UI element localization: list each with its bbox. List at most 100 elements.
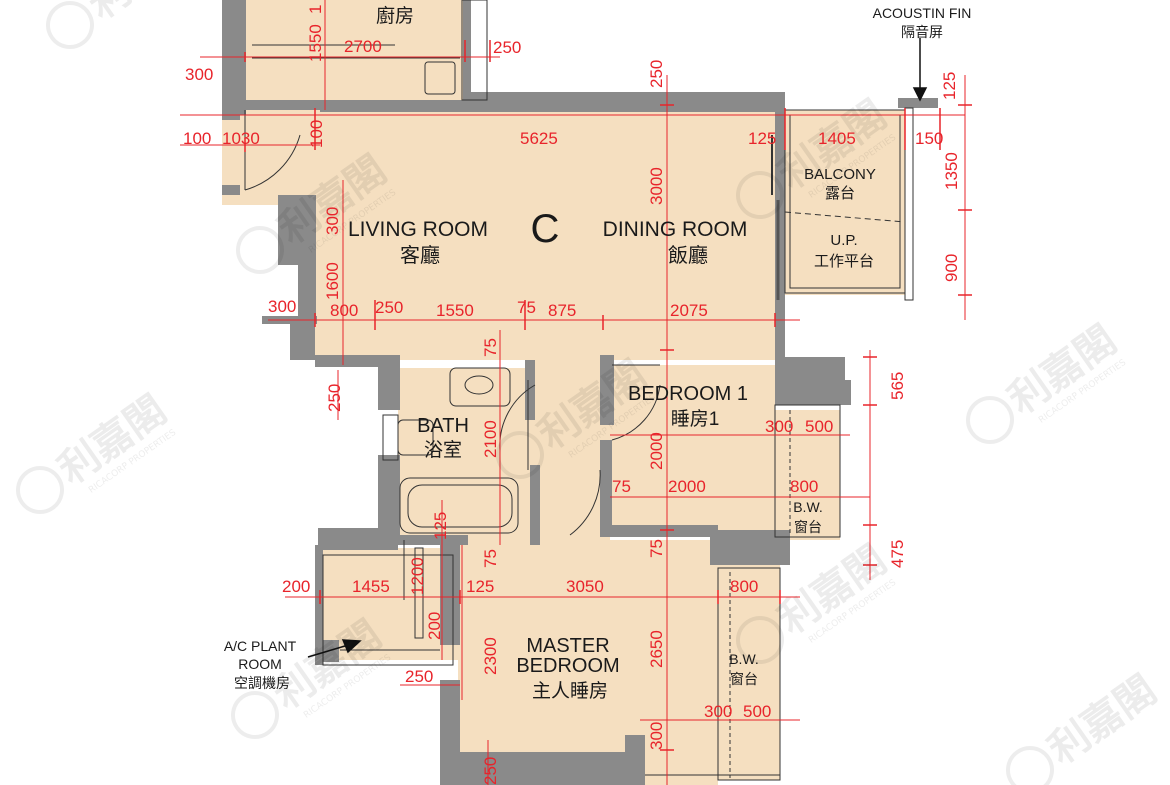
dimension-label: 250 [481, 757, 500, 785]
utility-label-cn: 工作平台 [814, 253, 874, 270]
washbasin [449, 367, 511, 407]
balcony-label: BALCONY [804, 166, 876, 183]
bw2-label-cn: 窗台 [730, 671, 758, 687]
dimension-label: 125 [748, 129, 776, 148]
dimension-label: 1455 [352, 577, 390, 596]
dimension-label: 800 [730, 577, 758, 596]
wall [378, 360, 400, 410]
wall [775, 105, 785, 360]
dimension-label: 800 [330, 301, 358, 320]
bath-label-cn: 浴室 [424, 439, 462, 461]
bedroom1-floor [610, 365, 775, 530]
wall [710, 530, 790, 565]
dimension-label: 300 [268, 297, 296, 316]
dimension-label: 1600 [323, 262, 342, 300]
dimension-label: 2300 [481, 637, 500, 675]
kitchen-appliance [424, 61, 456, 95]
dimension-label: 900 [942, 254, 961, 282]
dimension-label: 250 [647, 60, 666, 88]
dimension-label: 1550 [436, 301, 474, 320]
dimension-label: 2650 [647, 630, 666, 668]
dimension-label: 1550 [306, 24, 325, 62]
wall [525, 360, 535, 420]
master-bedroom-label-cn: 主人睡房 [532, 680, 608, 702]
kitchen-floor [240, 0, 465, 105]
bath-floor [398, 368, 528, 540]
dimension-label: 250 [325, 384, 344, 412]
dimension-label: 1030 [222, 129, 260, 148]
kitchen-counter [461, 0, 488, 101]
wall [440, 752, 645, 785]
bedroom1-label-cn: 睡房1 [671, 408, 720, 430]
balcony-label-cn: 露台 [825, 185, 855, 202]
dimension-label: 300 [185, 65, 213, 84]
dimension-labels: 1550 1 2700 250 300 250 125 100 1030 100… [183, 5, 961, 785]
dimension-label: 100 [183, 129, 211, 148]
dimension-label: 300 [647, 722, 666, 750]
dimension-label: 125 [940, 72, 959, 100]
bw1-label: B.W. [793, 499, 823, 515]
dimension-label: 3050 [566, 577, 604, 596]
dimension-label: 5625 [520, 129, 558, 148]
ac-plant-arrow [307, 639, 362, 658]
dimension-label: 250 [405, 667, 433, 686]
dimension-label: 75 [647, 539, 666, 558]
living-room-label: LIVING ROOM [348, 218, 488, 241]
wall [398, 535, 468, 545]
dimension-label: 1405 [818, 129, 856, 148]
dimension-label: 500 [805, 417, 833, 436]
dimension-label: 200 [425, 612, 444, 640]
wall [600, 525, 718, 537]
dimension-label: 2000 [647, 432, 666, 470]
wall [222, 0, 240, 120]
dimension-label: 250 [375, 298, 403, 317]
master-floor [458, 540, 718, 785]
dimension-label: 250 [493, 38, 521, 57]
dimension-label: 875 [548, 301, 576, 320]
wall [600, 355, 614, 425]
wall [378, 455, 400, 545]
bw1-label-cn: 窗台 [794, 519, 822, 535]
wall [245, 100, 320, 110]
living-dining-floor [315, 105, 780, 360]
ac-plant-label-2: ROOM [238, 656, 282, 672]
dimension-label: 75 [517, 298, 536, 317]
watermark-text: 利嘉閣 [1040, 667, 1165, 774]
wall [222, 185, 240, 195]
dimension-label: 150 [915, 129, 943, 148]
fixtures [244, 0, 914, 781]
wall [315, 545, 323, 665]
dimension-label: 75 [612, 477, 631, 496]
dimension-label: 1 [306, 5, 325, 14]
wall [278, 195, 316, 265]
floor-areas [222, 0, 905, 785]
dimension-label: 1200 [408, 557, 427, 595]
dimension-label: 475 [888, 540, 907, 568]
bedroom1-label: BEDROOM 1 [628, 383, 748, 405]
dimension-label: 800 [790, 477, 818, 496]
walls [222, 0, 938, 785]
room-labels: 廚房 C LIVING ROOM 客廳 DINING ROOM 飯廳 BALCO… [224, 4, 972, 702]
wall [465, 92, 785, 112]
kitchen-label-cn: 廚房 [376, 4, 414, 27]
dimension-label: 500 [743, 702, 771, 721]
living-room-label-cn: 客廳 [400, 244, 440, 267]
utility-label: U.P. [830, 232, 857, 249]
dimension-label: 2100 [481, 420, 500, 458]
dimension-label: 2000 [668, 477, 706, 496]
acoustic-fin-label: ACOUSTIN FIN [873, 5, 972, 21]
unit-label: C [531, 207, 560, 251]
dimension-label: 125 [431, 512, 450, 540]
wall [290, 320, 315, 360]
ac-plant-label-1: A/C PLANT [224, 638, 297, 654]
bedroom1-door [611, 364, 661, 441]
wall [530, 465, 540, 545]
dimension-label: 2700 [344, 37, 382, 56]
bw2-label: B.W. [729, 651, 759, 667]
wall [298, 260, 316, 320]
acoustic-fin-label-cn: 隔音屏 [901, 24, 943, 40]
dimension-lines [180, 0, 966, 785]
dining-room-label-cn: 飯廳 [668, 244, 708, 267]
dimension-label: 75 [481, 549, 500, 568]
